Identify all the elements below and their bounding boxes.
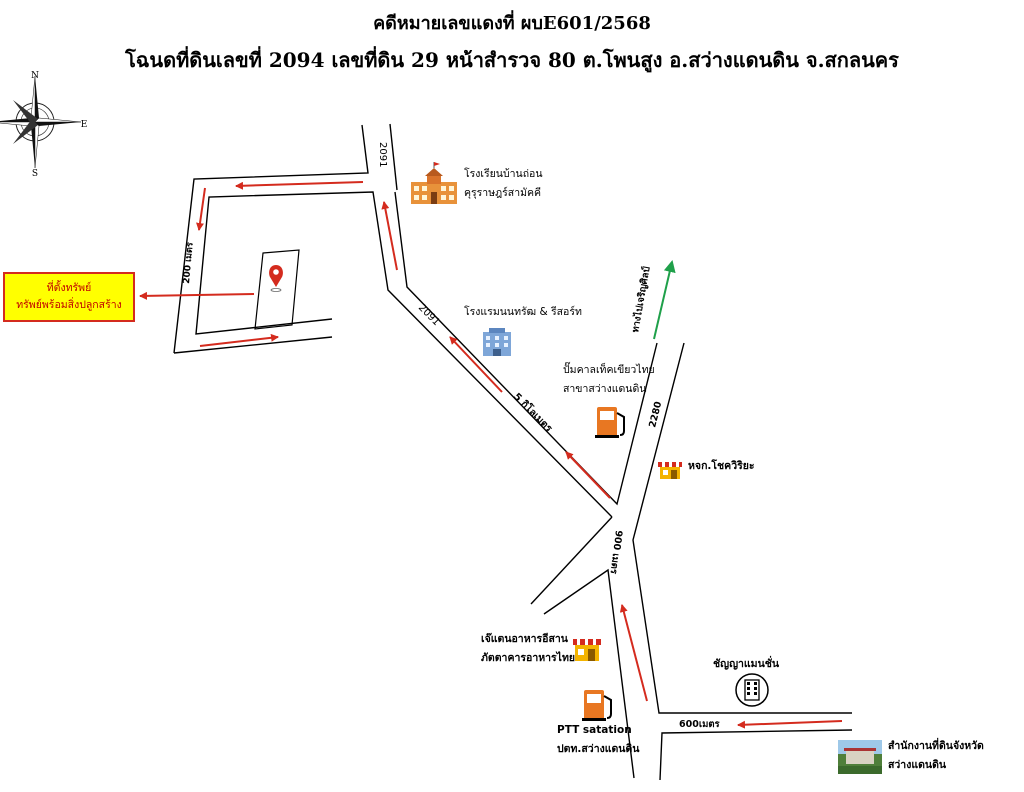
property-parcel	[254, 249, 300, 330]
road-label-2091-top: 2091	[377, 142, 388, 167]
distance-label-200m: 200 เมตร	[182, 242, 196, 284]
direction-arrow	[653, 260, 676, 340]
road-label-2280: 2280	[647, 400, 664, 429]
shop-awning-icon	[658, 462, 682, 479]
gas-station-label: ปั๊มคาลเท็คเขียวไทย สาขาสว่างแดนดิน	[563, 361, 655, 399]
road-label-2091-diag: 2091	[416, 302, 442, 328]
road-southwest-upper	[530, 516, 613, 605]
road-bottom-outer	[173, 336, 333, 354]
gas-station-label-line2: สาขาสว่างแดนดิน	[563, 383, 647, 395]
mansion-label: ชัญญาแมนชั่น	[713, 658, 780, 670]
fuel-pump-icon	[582, 690, 612, 721]
map-title-case: คดีหมายเลขแดงที่ ผบE601/2568	[373, 13, 651, 34]
shop-label: หจก.โชควิริยะ	[688, 460, 755, 472]
direction-label: ทางไปเจริญศิลป์	[629, 266, 652, 334]
road-land-office	[659, 729, 853, 781]
ptt-label-line1: PTT satation	[557, 724, 632, 736]
road-upper-loop-outer	[173, 124, 369, 354]
route-arrow-diag-1	[565, 451, 611, 499]
gas-station-label-line1: ปั๊มคาลเท็คเขียวไทย	[563, 364, 655, 376]
school-label: โรงเรียนบ้านถ่อน คุรุราษฎร์สามัคคี	[464, 165, 543, 203]
hotel-icon	[483, 328, 511, 356]
road-2280-east	[632, 342, 852, 714]
hotel-label: โรงแรมนนทรัฒ & รีสอร์ท	[464, 306, 582, 318]
route-arrow-diag-2	[449, 336, 503, 393]
property-box-line2: ทรัพย์พร้อมสิ่งปลูกสร้าง	[16, 299, 122, 311]
restaurant-label-line1: เจ๊แตนอาหารอีสาน	[481, 633, 568, 645]
route-arrow-west	[235, 181, 364, 190]
route-arrow-to-property	[199, 333, 279, 347]
land-office-photo-icon	[838, 740, 882, 774]
route-arrows	[139, 181, 843, 729]
road-east-edge	[394, 191, 658, 506]
route-arrow-from-land-office	[737, 720, 843, 729]
route-arrow-2091-north	[381, 201, 398, 271]
compass-north-label: N	[31, 71, 39, 81]
compass-south-label: S	[32, 169, 38, 179]
land-office-label: สำนักงานที่ดินจังหวัด สว่างแดนดิน	[888, 737, 984, 775]
road-southwest-lower	[543, 568, 635, 779]
land-office-label-line2: สว่างแดนดิน	[888, 759, 947, 771]
road-inner-main	[195, 191, 613, 518]
fuel-pump-icon	[595, 407, 625, 438]
map-title-deed: โฉนดที่ดินเลขที่ 2094 เลขที่ดิน 29 หน้าส…	[125, 48, 899, 72]
road-2091-north-east	[389, 123, 398, 191]
compass-east-label: E	[81, 120, 88, 130]
school-label-line1: โรงเรียนบ้านถ่อน	[464, 168, 543, 180]
compass-rose-icon	[0, 75, 82, 169]
route-arrow-north-1	[619, 604, 648, 702]
building-icon	[735, 673, 769, 707]
distance-label-900m: 900 เมตร	[608, 530, 624, 576]
property-box-line1: ที่ตั้งทรัพย์	[46, 282, 92, 294]
school-label-line2: คุรุราษฎร์สามัคคี	[464, 187, 542, 199]
land-office-label-line1: สำนักงานที่ดินจังหวัด	[888, 740, 984, 752]
restaurant-label: เจ๊แตนอาหารอีสาน ภัตตาคารอาหารไทย	[481, 630, 575, 668]
road-network	[173, 123, 853, 781]
restaurant-label-line2: ภัตตาคารอาหารไทย	[481, 652, 576, 664]
property-location-box: ที่ตั้งทรัพย์ ทรัพย์พร้อมสิ่งปลูกสร้าง	[3, 272, 135, 322]
route-arrow-south-200m	[196, 187, 206, 231]
shop-awning-icon	[573, 639, 601, 661]
distance-label-600m: 600เมตร	[679, 719, 721, 730]
ptt-label-line2: ปตท.สว่างแดนดิน	[557, 743, 640, 755]
route-arrow-to-label	[139, 291, 255, 300]
school-icon	[411, 162, 457, 204]
distance-label-5km: 5 กิโลเมตร	[511, 390, 556, 435]
ptt-label: PTT satation ปตท.สว่างแดนดิน	[557, 721, 639, 759]
location-pin-icon	[269, 265, 283, 292]
